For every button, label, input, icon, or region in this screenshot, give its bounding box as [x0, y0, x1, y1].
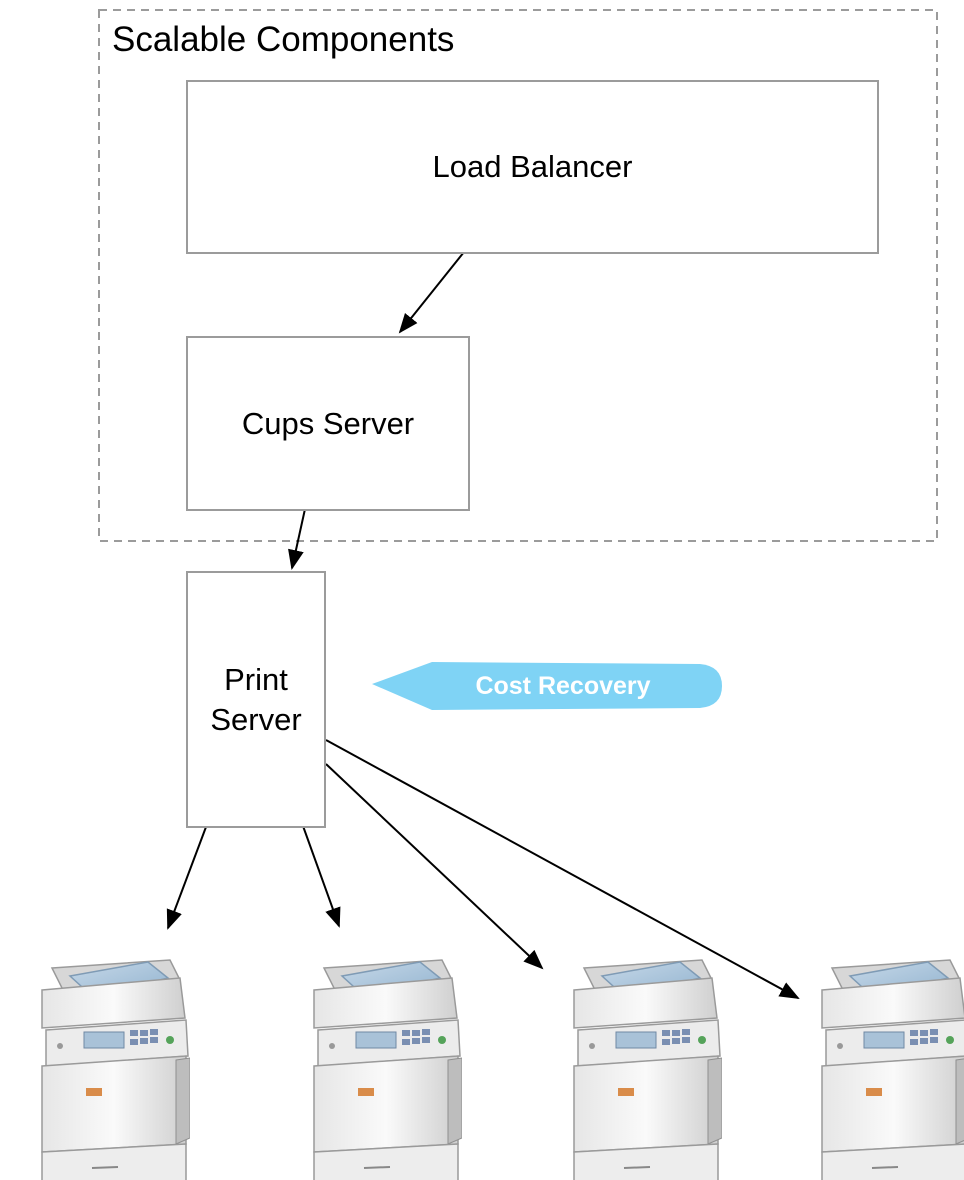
arrow-to-printer-4 — [325, 739, 800, 999]
printer-icon — [821, 959, 964, 1180]
arrow-to-printer-1 — [166, 826, 207, 930]
arrow-to-printer-3 — [325, 763, 544, 970]
cost-recovery-label: Cost Recovery — [475, 671, 651, 700]
cups-server-label: Cups Server — [241, 405, 415, 441]
cups-server-node: Cups Server — [186, 336, 470, 511]
cost-recovery-callout-shape — [372, 662, 722, 710]
printer-icon — [41, 959, 190, 1180]
load-balancer-node: Load Balancer — [186, 80, 879, 254]
print-server-label-line2: Server — [210, 701, 302, 737]
printer-icon — [573, 959, 722, 1180]
print-server-node: Print Server — [186, 571, 326, 828]
arrow-cups-to-print-server — [288, 508, 306, 570]
print-server-label-line1: Print — [224, 661, 288, 697]
load-balancer-label: Load Balancer — [432, 149, 633, 184]
arrow-lb-to-cups — [398, 251, 465, 334]
printer-icon — [313, 959, 462, 1180]
group-title: Scalable Components — [112, 20, 455, 59]
print-server-label: Print Server — [210, 660, 301, 740]
arrow-to-printer-2 — [302, 825, 341, 928]
